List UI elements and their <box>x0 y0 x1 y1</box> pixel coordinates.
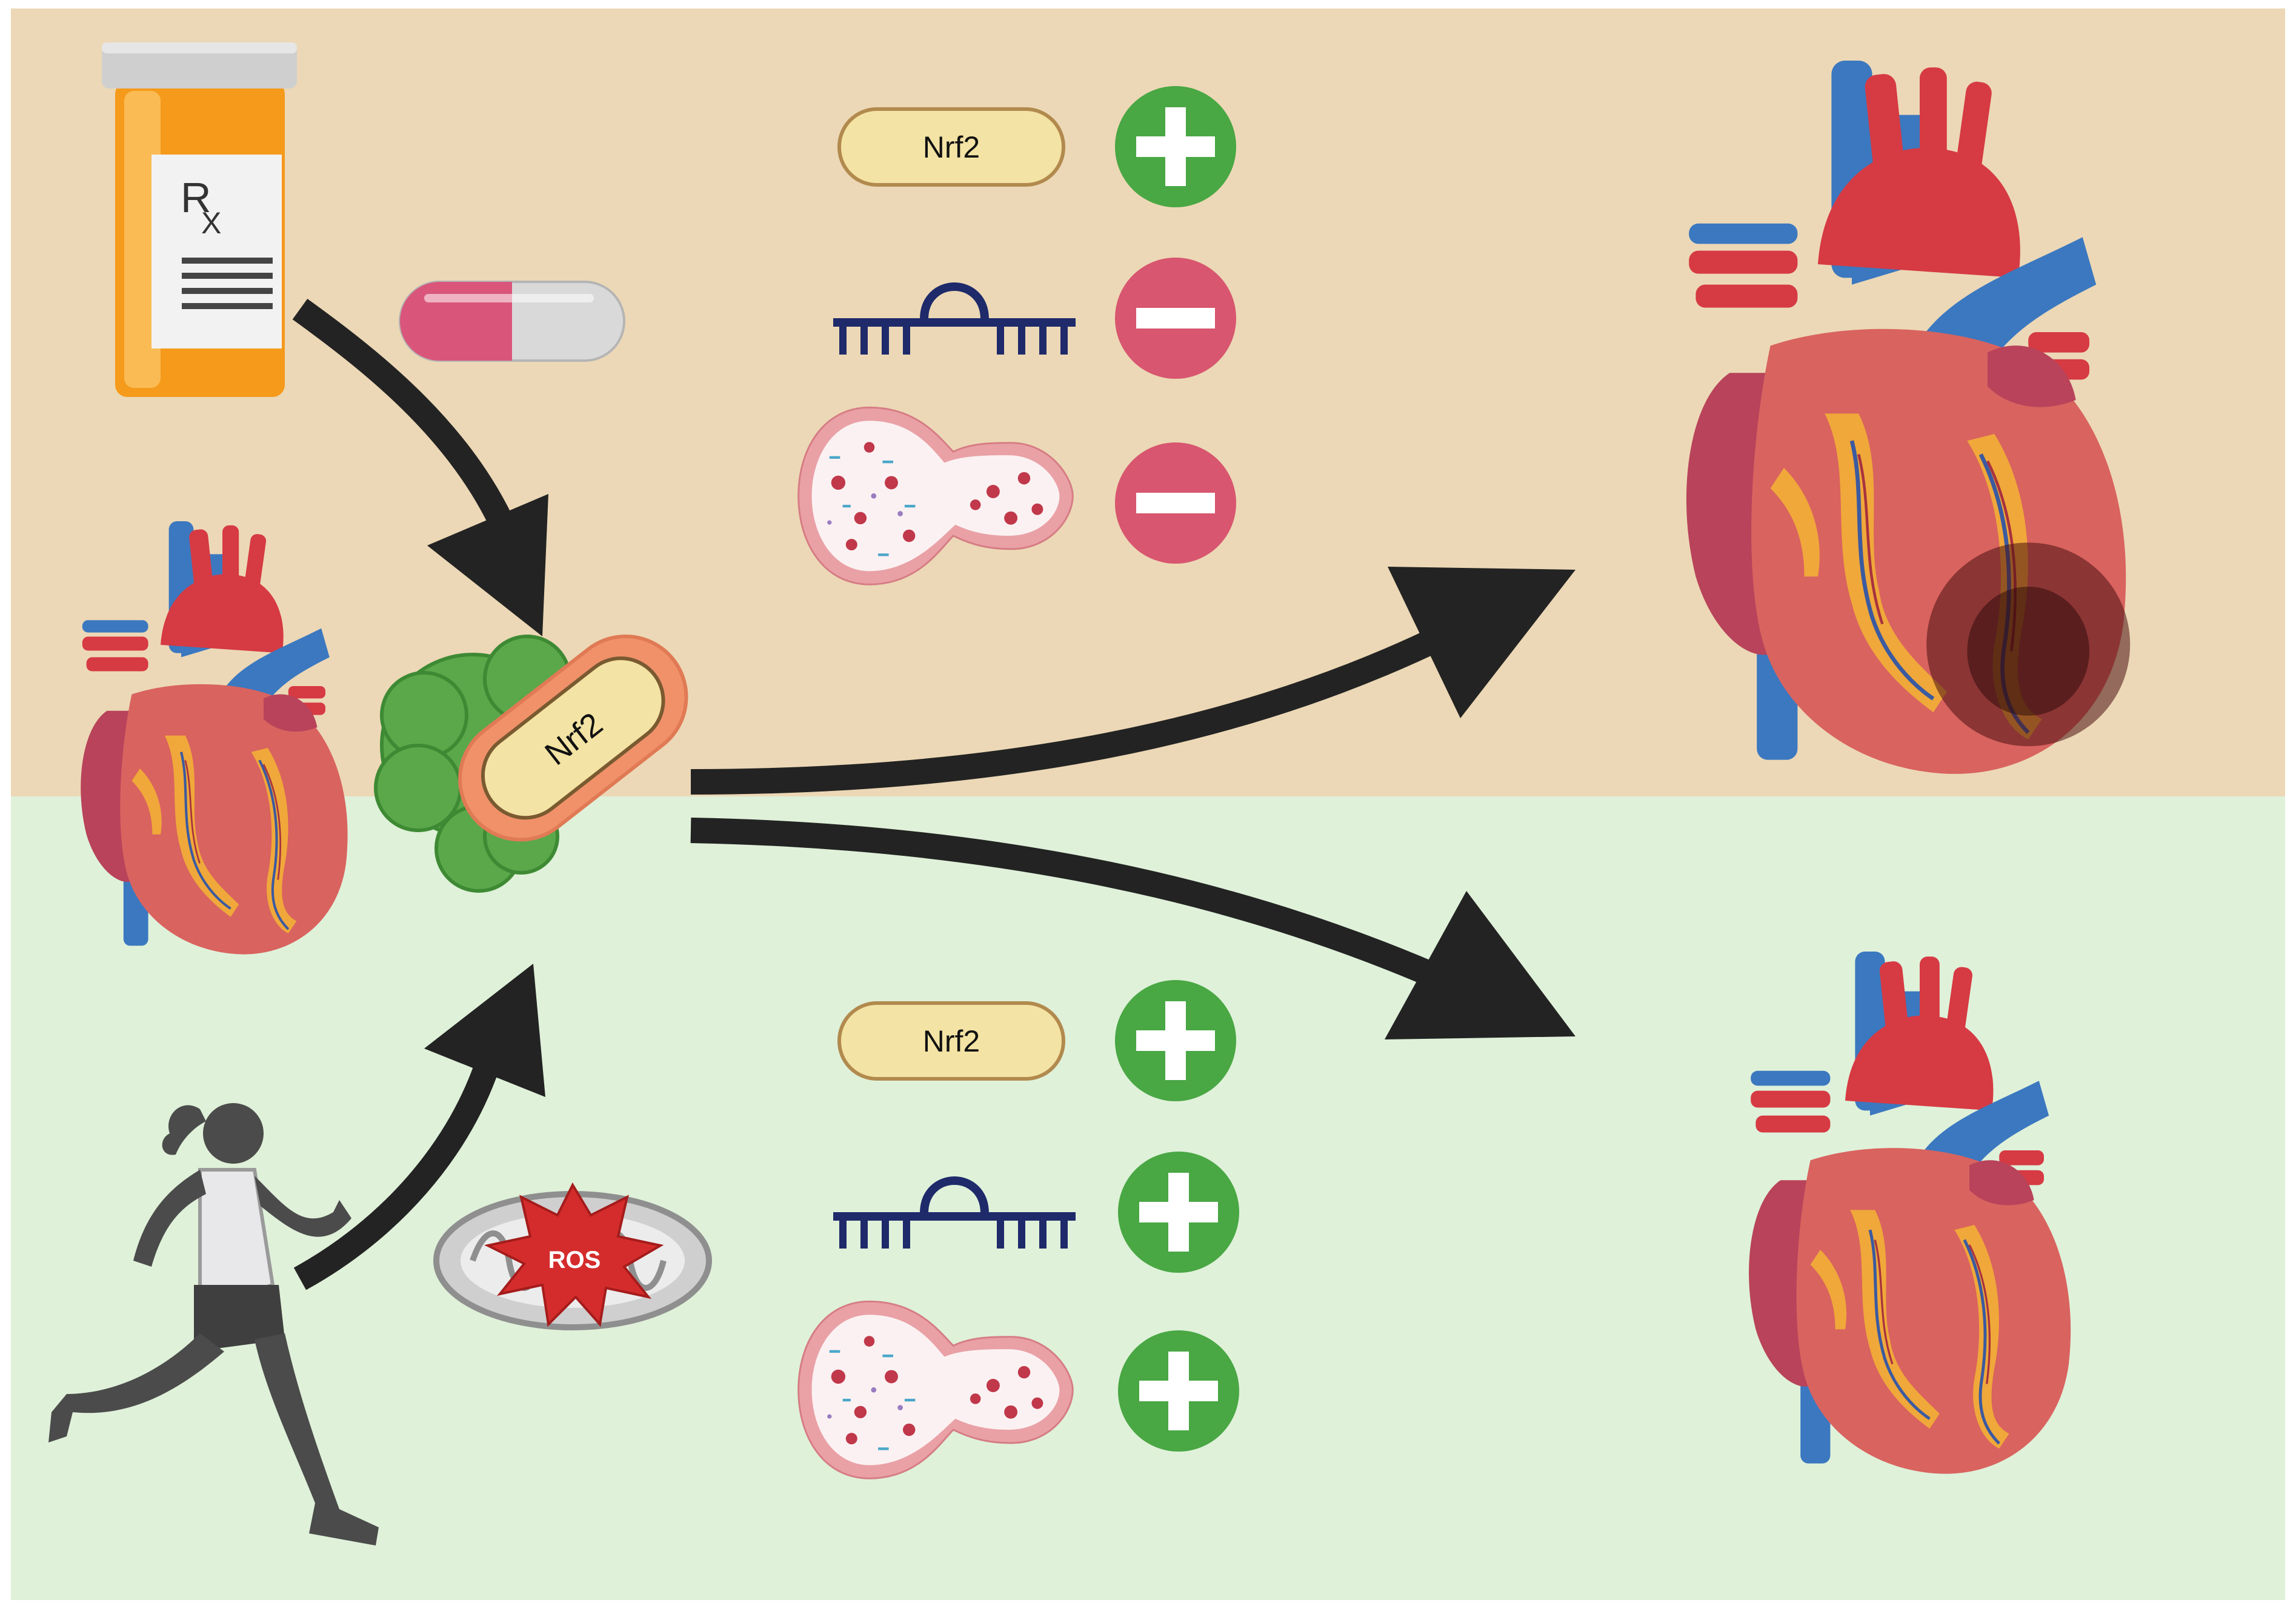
arrow-to-damaged-heart <box>690 567 1576 795</box>
capsule-icon <box>399 281 625 362</box>
nrf2-keap1-complex: Nrf2 <box>374 634 688 893</box>
rx-label: R <box>181 174 211 221</box>
top-nrf2-label: Nrf2 <box>923 130 980 164</box>
bottom-nrf2-label: Nrf2 <box>923 1024 980 1058</box>
top-minus-icon <box>1115 258 1236 379</box>
top-plus-icon <box>1115 86 1236 207</box>
ros-label: ROS <box>548 1247 601 1273</box>
bottom-nrf2-pill: Nrf2 <box>837 1001 1065 1081</box>
drug-arrow <box>292 298 548 636</box>
damaged-heart-icon <box>1686 61 2131 774</box>
mitochondrion-icon: ROS <box>433 1182 712 1330</box>
bottom-plus-icon <box>1115 980 1236 1101</box>
top-minus-icon-2 <box>1115 442 1236 564</box>
exercise-arrow <box>293 964 545 1290</box>
rx-sub-label: X <box>201 206 221 240</box>
arrow-to-healthy-heart <box>690 818 1576 1039</box>
top-nrf2-pill: Nrf2 <box>837 107 1065 187</box>
bottom-plus-icon-3 <box>1118 1330 1239 1452</box>
bottom-plus-icon-2 <box>1118 1152 1239 1273</box>
prescription-bottle-icon: R X <box>102 42 297 397</box>
running-woman-icon <box>48 1103 379 1546</box>
